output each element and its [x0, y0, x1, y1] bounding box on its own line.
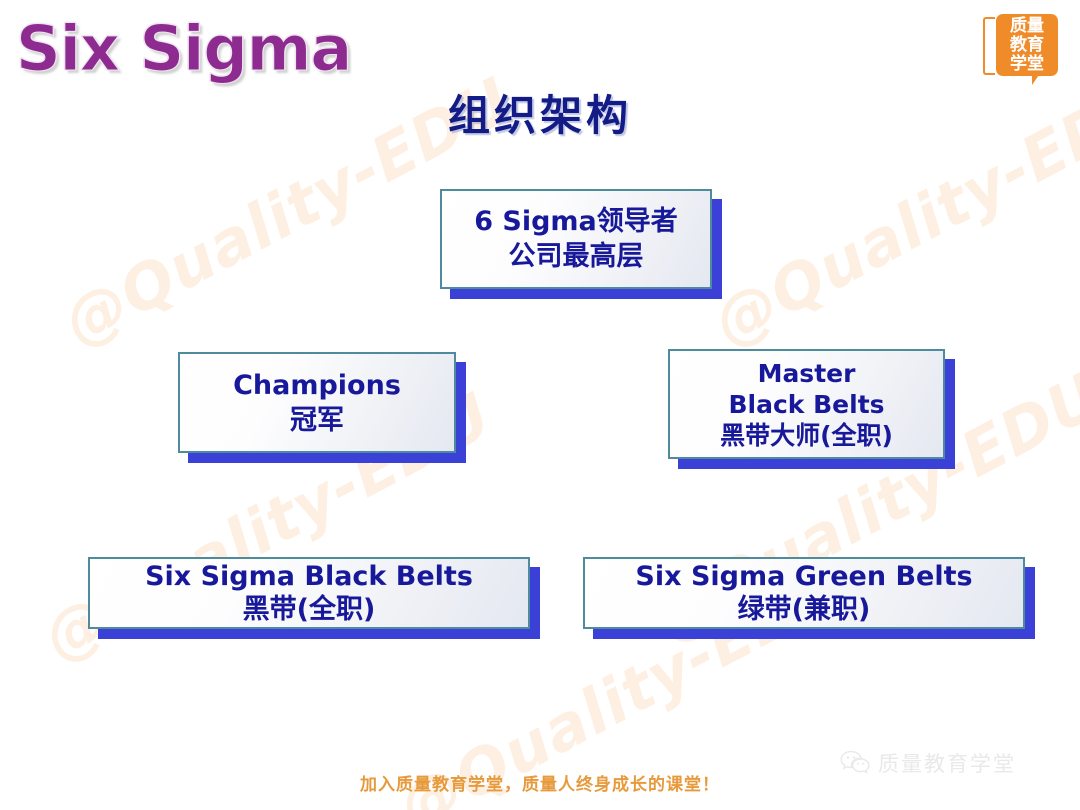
org-box-green-belts: Six Sigma Green Belts 绿带(兼职): [583, 557, 1025, 629]
logo-spine: [983, 17, 995, 75]
org-box-champions: Champions 冠军: [178, 352, 456, 453]
logo-bubble-icon: [996, 14, 1058, 76]
org-box-champions-line-cn: 冠军: [290, 404, 344, 436]
org-box-champions-line-en: Champions: [233, 369, 401, 401]
footer-slogan: 加入质量教育学堂，质量人终身成长的课堂！: [360, 775, 720, 795]
logo-bubble-tail-icon: [1032, 72, 1048, 85]
org-box-mbb-line-en-2: Black Belts: [728, 389, 885, 419]
logo-text-block: 质量 教育 学堂: [996, 15, 1058, 75]
quality-edu-logo: 质量 教育 学堂: [983, 14, 1061, 88]
six-sigma-wordmark: Six Sigma: [15, 12, 352, 85]
org-box-master-black-belts: Master Black Belts 黑带大师(全职): [668, 349, 945, 459]
page-title: 组织架构: [447, 91, 632, 140]
org-box-leader-line-en: 6 Sigma领导者: [474, 206, 678, 237]
footer-wechat-account: 质量教育学堂: [840, 748, 1016, 778]
org-box-leader: 6 Sigma领导者 公司最高层: [440, 189, 712, 289]
wechat-icon: [840, 750, 870, 774]
org-box-mbb-line-en-1: Master: [757, 358, 856, 388]
logo-line-3: 学堂: [1010, 53, 1044, 74]
org-box-bb-line-en: Six Sigma Black Belts: [145, 561, 473, 592]
logo-line-1: 质量: [1010, 15, 1044, 36]
logo-line-2: 教育: [1010, 34, 1044, 55]
wechat-account-name: 质量教育学堂: [878, 752, 1016, 776]
org-box-mbb-line-cn: 黑带大师(全职): [720, 420, 893, 450]
org-box-black-belts: Six Sigma Black Belts 黑带(全职): [88, 557, 530, 629]
org-box-gb-line-cn: 绿带(兼职): [737, 594, 871, 625]
org-box-leader-line-cn: 公司最高层: [508, 241, 644, 272]
org-box-bb-line-cn: 黑带(全职): [242, 594, 376, 625]
org-box-gb-line-en: Six Sigma Green Belts: [635, 561, 973, 592]
